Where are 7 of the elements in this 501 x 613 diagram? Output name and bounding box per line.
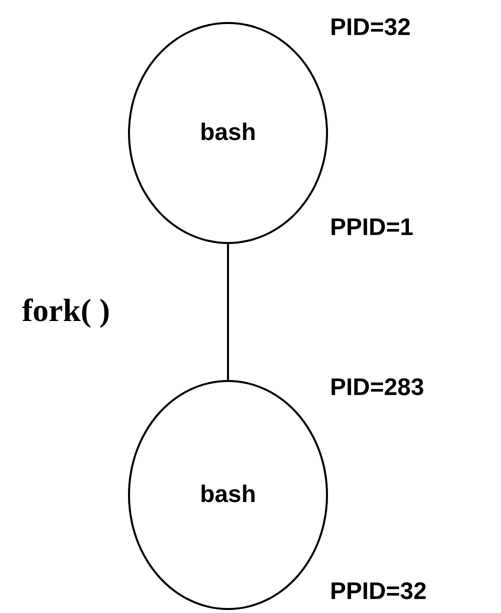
process-id-label: PPID=1 xyxy=(330,214,414,242)
process-id-label: PID=32 xyxy=(330,14,411,42)
process-id-label: PID=283 xyxy=(330,374,424,402)
process-name: bash xyxy=(200,119,256,147)
process-id-label: PPID=32 xyxy=(330,578,427,606)
connector-line xyxy=(227,244,229,380)
process-name: bash xyxy=(200,481,256,509)
